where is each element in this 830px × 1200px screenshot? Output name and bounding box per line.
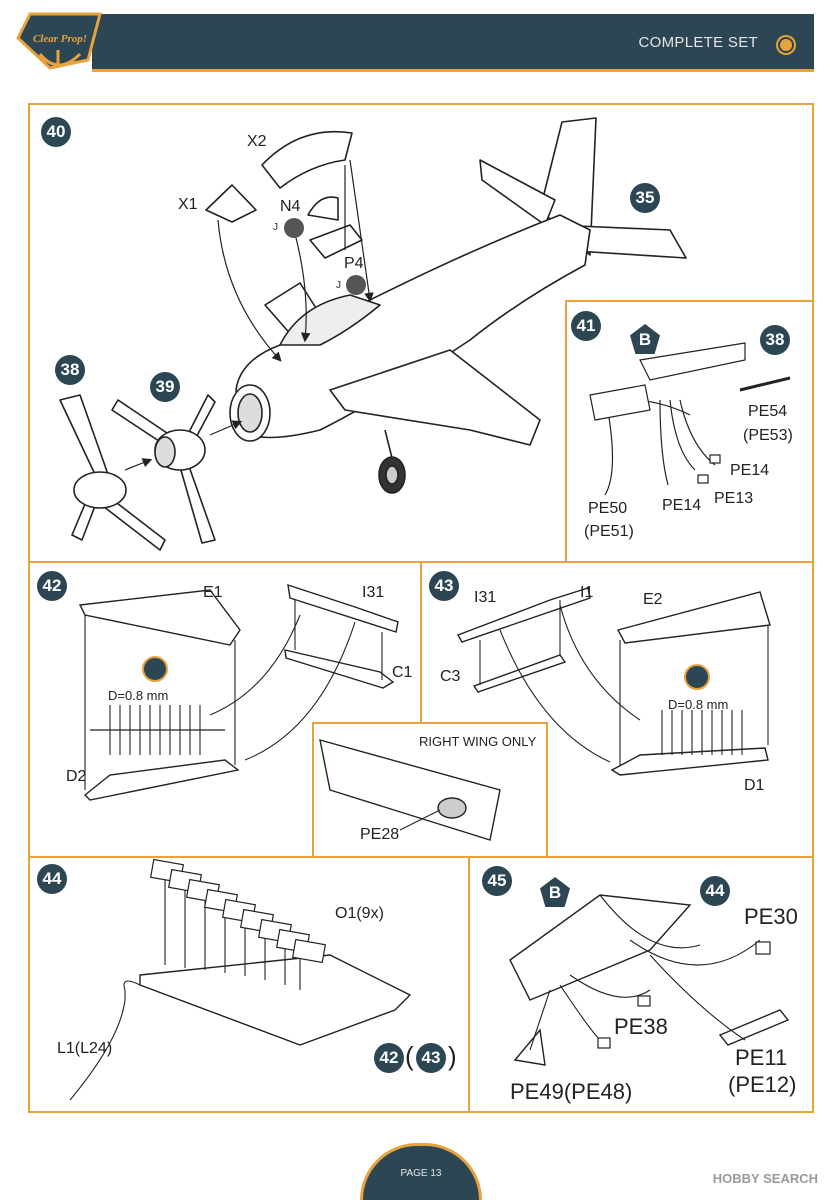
part-pe13: PE13 [714, 490, 754, 507]
part-d2: D2 [66, 768, 87, 785]
page-number: PAGE 13 [400, 1168, 442, 1179]
drill-icon [142, 656, 168, 682]
step-42-marker: 42 [37, 571, 67, 601]
part-x1: X1 [178, 196, 198, 213]
part-i1: I1 [580, 584, 594, 601]
part-pe51: (PE51) [584, 523, 634, 540]
part-pe53: (PE53) [743, 427, 793, 444]
decal-j-label-1: J [273, 222, 278, 233]
step-43-ref: 43 [416, 1043, 446, 1073]
step-41-marker: 41 [571, 311, 601, 341]
right-wing-title: RIGHT WING ONLY [419, 734, 537, 749]
step-40-marker: 40 [41, 117, 71, 147]
decal-j-icon [284, 218, 304, 238]
step-45-marker: 45 [482, 866, 512, 896]
part-pe49: PE49(PE48) [510, 1079, 633, 1104]
panel-step-45 [468, 856, 814, 1113]
step-44-marker: 44 [37, 864, 67, 894]
part-pe54: PE54 [748, 403, 788, 420]
drill-icon [684, 664, 710, 690]
part-pe14-b: PE14 [662, 497, 702, 514]
part-pe12: (PE12) [728, 1072, 797, 1097]
step-35-ref: 35 [630, 183, 660, 213]
part-e2: E2 [643, 591, 663, 608]
part-x2: X2 [247, 133, 267, 150]
step-39-marker: 39 [150, 372, 180, 402]
part-pe14-a: PE14 [730, 462, 770, 479]
step-44-ref: 44 [700, 876, 730, 906]
drill-size-43: D=0.8 mm [668, 697, 729, 712]
drill-size-42: D=0.8 mm [108, 688, 169, 703]
logo-icon: Clear Prop! [16, 12, 102, 70]
decal-j-label-2: J [336, 280, 341, 291]
part-i31-a: I31 [362, 584, 385, 601]
part-pe50: PE50 [588, 500, 628, 517]
logo-text: Clear Prop! [33, 33, 87, 45]
paren-open: ( [405, 1041, 414, 1071]
header-title: COMPLETE SET [638, 34, 758, 51]
decal-j-icon [346, 275, 366, 295]
part-pe38: PE38 [614, 1014, 668, 1039]
paren-close: ) [448, 1041, 457, 1071]
part-c1: C1 [392, 664, 413, 681]
header-bar: COMPLETE SET [92, 14, 814, 72]
part-o1: O1(9x) [335, 905, 384, 922]
part-d1: D1 [744, 777, 765, 794]
part-p4: P4 [344, 255, 364, 272]
part-n4: N4 [280, 198, 301, 215]
step-38-ref: 38 [760, 325, 790, 355]
part-pe30: PE30 [744, 904, 798, 929]
step-43-marker: 43 [429, 571, 459, 601]
part-pe28: PE28 [360, 826, 400, 843]
part-i31-b: I31 [474, 589, 497, 606]
part-c3: C3 [440, 668, 461, 685]
step-38-marker: 38 [55, 355, 85, 385]
part-pe11: PE11 [735, 1045, 788, 1070]
watermark: HOBBY SEARCH [712, 1171, 818, 1186]
part-e1: E1 [203, 584, 223, 601]
step-42-ref: 42 [374, 1043, 404, 1073]
header-dot-icon [778, 37, 794, 53]
part-l1: L1(L24) [57, 1040, 113, 1057]
